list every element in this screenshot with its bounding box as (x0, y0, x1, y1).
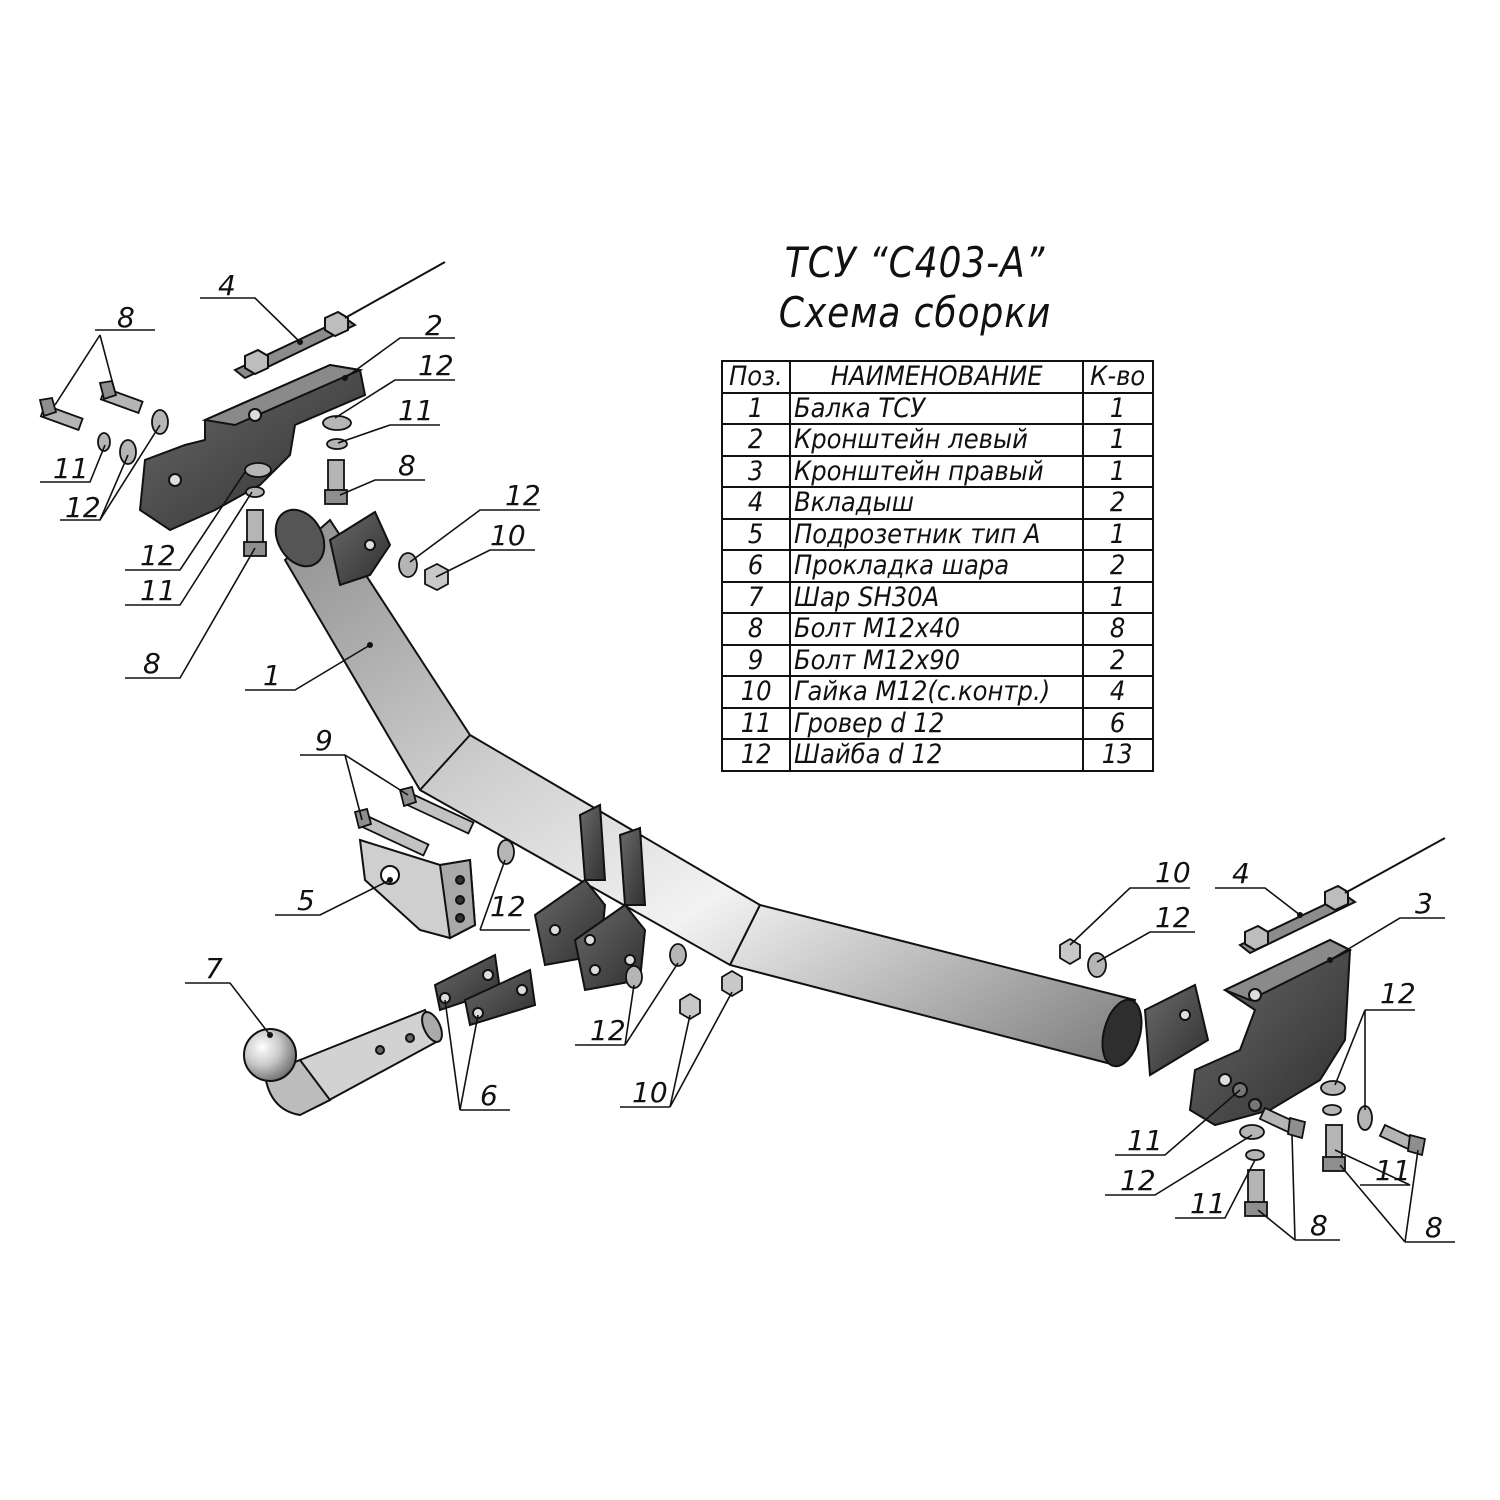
ball-spacer-plates (433, 953, 537, 1027)
callout-dots (267, 339, 1333, 1038)
washer-12-left-a (119, 439, 137, 465)
washer-12-left-top (322, 415, 352, 431)
right-bracket (1188, 938, 1353, 1127)
tow-ball (243, 1008, 443, 1117)
callout-11-lower: 11 (140, 574, 176, 607)
middle-fasteners (625, 943, 743, 1021)
washer-12-right-a (1320, 1080, 1346, 1096)
callout-12-lower: 12 (140, 539, 176, 572)
header-pos: Поз. (721, 360, 791, 394)
washer-12-left-lower (244, 462, 272, 478)
right-insert (1238, 837, 1446, 955)
washer-12-upper (398, 552, 418, 578)
nut-10-mid-a (679, 992, 701, 1021)
callout-4-left: 4 (218, 269, 236, 302)
nut-10-right (1059, 937, 1081, 966)
callout-12-mid: 12 (590, 1014, 626, 1047)
callout-9: 9 (315, 724, 333, 757)
callout-12-upper: 12 (505, 479, 541, 512)
bolt-8-right-b (1322, 1124, 1346, 1172)
left-bracket (138, 363, 367, 532)
callout-11-outer: 11 (53, 452, 89, 485)
washer-12-mid-a (625, 965, 643, 989)
washer-12-left-b (151, 409, 169, 435)
title-line-2: Схема сборки (778, 288, 1052, 337)
callout-8-right-a: 8 (1310, 1209, 1328, 1242)
nut-10-mid-b (721, 969, 743, 998)
drawing-title: ТСУ “С403-А” Схема сборки (765, 238, 1066, 338)
grover-11-right-a (1322, 1104, 1342, 1116)
callout-11-right-c: 11 (1190, 1187, 1226, 1220)
callout-3: 3 (1415, 887, 1433, 920)
callout-8-right-b: 8 (1425, 1211, 1443, 1244)
callout-8-left: 8 (117, 301, 135, 334)
title-line-1: ТСУ “С403-А” (784, 238, 1046, 287)
callout-12-right: 12 (1155, 901, 1191, 934)
callout-11-right-d: 11 (1375, 1154, 1411, 1187)
callout-leaders (40, 297, 1455, 1243)
grover-11-left (97, 432, 111, 452)
callout-10-right: 10 (1155, 856, 1191, 889)
washer-12-right-c (1239, 1124, 1265, 1140)
bolt-8-right-d (1378, 1123, 1427, 1157)
bolt-8-left-mid (324, 459, 348, 505)
bolt-8-left-lower (243, 509, 267, 557)
socket-bracket (358, 838, 477, 940)
left-insert (233, 261, 446, 380)
callout-12-right-group: 12 (1380, 977, 1416, 1010)
callout-12-socket: 12 (490, 890, 526, 923)
beam-ball-mount-plates (533, 803, 647, 992)
right-fasteners (1059, 937, 1427, 1217)
callout-2: 2 (425, 309, 443, 342)
washer-12-socket (497, 839, 515, 865)
callout-12-top: 12 (418, 349, 454, 382)
tow-bar-beam (274, 508, 1210, 1077)
callout-1: 1 (263, 659, 281, 692)
callout-8-lower: 8 (143, 647, 161, 680)
header-qty: К-во (1081, 360, 1154, 394)
callout-8-mid: 8 (398, 449, 416, 482)
callout-11-top: 11 (398, 394, 434, 427)
bolt-8-right-a (1244, 1169, 1268, 1217)
callout-7: 7 (205, 952, 223, 985)
callout-labels: 4 8 2 12 11 8 11 12 12 11 8 1 12 10 9 5 … (53, 269, 1443, 1244)
bolt-8-right-c (1258, 1106, 1307, 1140)
callout-5: 5 (297, 884, 315, 917)
header-name: НАИМЕНОВАНИЕ (789, 360, 1084, 394)
callout-10-upper: 10 (490, 519, 526, 552)
callout-12-outer: 12 (65, 491, 101, 524)
callout-11-right-a: 11 (1127, 1124, 1163, 1157)
callout-6: 6 (480, 1079, 498, 1112)
bolt-8-left-a (38, 396, 84, 432)
bolt-8-left-b (98, 379, 144, 415)
grover-11-right-c (1245, 1149, 1265, 1161)
parts-list-header: Поз. НАИМЕНОВАНИЕ К-во (721, 360, 1154, 394)
callout-12-right-b: 12 (1120, 1164, 1156, 1197)
callout-10-mid: 10 (632, 1076, 668, 1109)
grover-11-left-lower (245, 486, 265, 498)
washer-12-mid-b (669, 943, 687, 967)
washer-12-right (1087, 952, 1107, 978)
callout-4-right: 4 (1232, 857, 1250, 890)
